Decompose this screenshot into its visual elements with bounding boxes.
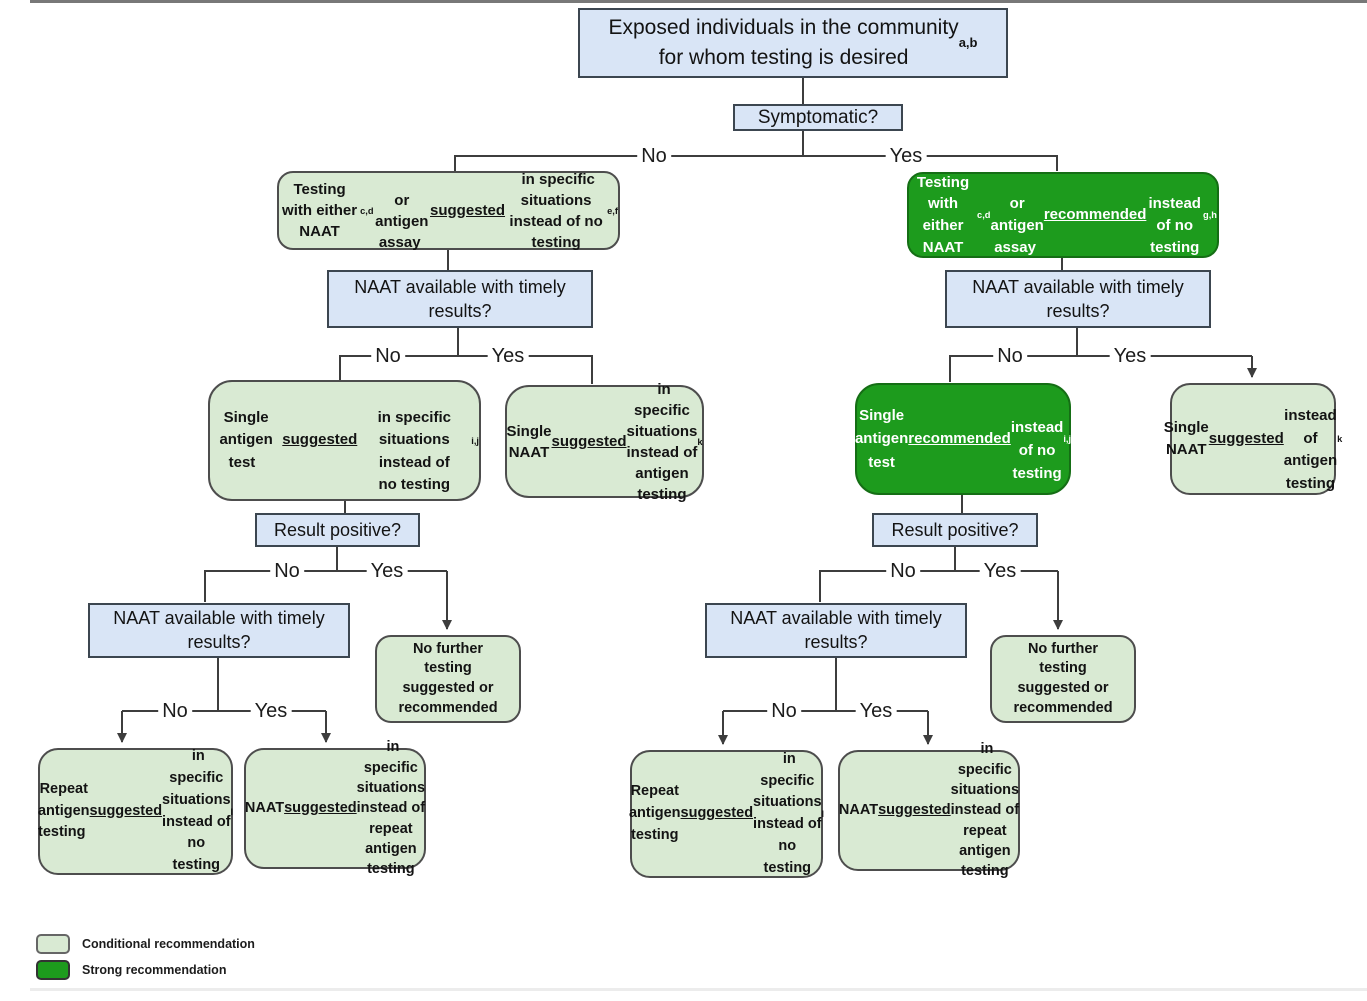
node-symptomatic: Symptomatic? <box>733 104 903 131</box>
edge-right-naat2-split <box>723 658 928 712</box>
legend-label-strong: Strong recommendation <box>82 963 227 977</box>
node-naat-suggested-repeat-right: NAAT suggested in specific situations in… <box>838 741 1020 880</box>
edge-label-lnaat1-yes: Yes <box>487 346 529 366</box>
legend-swatch-strong <box>36 960 70 980</box>
node-exposed-individuals: Exposed individuals in the community for… <box>578 8 1008 78</box>
node-no-further-testing-right: No further testing suggested or recommen… <box>990 635 1136 723</box>
edge-label-rresult-no: No <box>886 561 920 581</box>
node-repeat-antigen-suggested-left: Repeat antigen testing suggested in spec… <box>37 748 234 875</box>
node-naat-timely-left-1: NAAT available with timely results? <box>327 270 593 328</box>
edge-label-rresult-yes: Yes <box>979 561 1021 581</box>
node-result-positive-left: Result positive? <box>255 513 420 547</box>
legend-swatch-conditional <box>36 934 70 954</box>
node-naat-timely-right-2: NAAT available with timely results? <box>705 603 967 658</box>
edge-label-rnaat2-no: No <box>767 701 801 721</box>
edge-label-root-no: No <box>637 146 671 166</box>
node-naat-timely-left-2: NAAT available with timely results? <box>88 603 350 658</box>
edge-right-naat1-split <box>949 328 1252 382</box>
node-single-naat-suggested-right: Single NAAT suggested instead of antigen… <box>1164 383 1342 495</box>
edge-label-rnaat1-yes: Yes <box>1109 346 1151 366</box>
node-naat-suggested-repeat-left: NAAT suggested in specific situations in… <box>244 739 426 878</box>
node-single-antigen-recommended-right: Single antigen test recommended instead … <box>855 383 1071 495</box>
node-no-further-testing-left: No further testing suggested or recommen… <box>375 635 521 723</box>
node-naat-timely-right-1: NAAT available with timely results? <box>945 270 1211 328</box>
top-edge-strip <box>30 0 1367 3</box>
node-single-antigen-suggested-left: Single antigen test suggested in specifi… <box>208 380 481 501</box>
edge-label-lnaat1-no: No <box>371 346 405 366</box>
legend-item-strong: Strong recommendation <box>36 960 226 980</box>
legend-item-conditional: Conditional recommendation <box>36 934 255 954</box>
edge-left-naat1-split <box>339 328 593 384</box>
node-repeat-antigen-suggested-right: Repeat antigen testing suggested in spec… <box>629 750 824 878</box>
node-result-positive-right: Result positive? <box>872 513 1038 547</box>
edge-left-naat2-split <box>122 658 326 712</box>
edge-label-lnaat2-yes: Yes <box>250 701 292 721</box>
edge-label-lresult-yes: Yes <box>366 561 408 581</box>
edge-symptomatic-split <box>454 131 1058 171</box>
edge-label-root-yes: Yes <box>885 146 927 166</box>
edge-label-rnaat1-no: No <box>993 346 1027 366</box>
node-single-naat-suggested-left: Single NAAT suggested in specific situat… <box>505 380 704 503</box>
bottom-edge-strip <box>30 988 1367 991</box>
edge-right-result-split <box>819 547 1058 602</box>
edge-left-result-split <box>204 547 447 602</box>
legend-label-conditional: Conditional recommendation <box>82 937 255 951</box>
edge-label-rnaat2-yes: Yes <box>855 701 897 721</box>
edge-label-lresult-no: No <box>270 561 304 581</box>
edge-label-lnaat2-no: No <box>158 701 192 721</box>
